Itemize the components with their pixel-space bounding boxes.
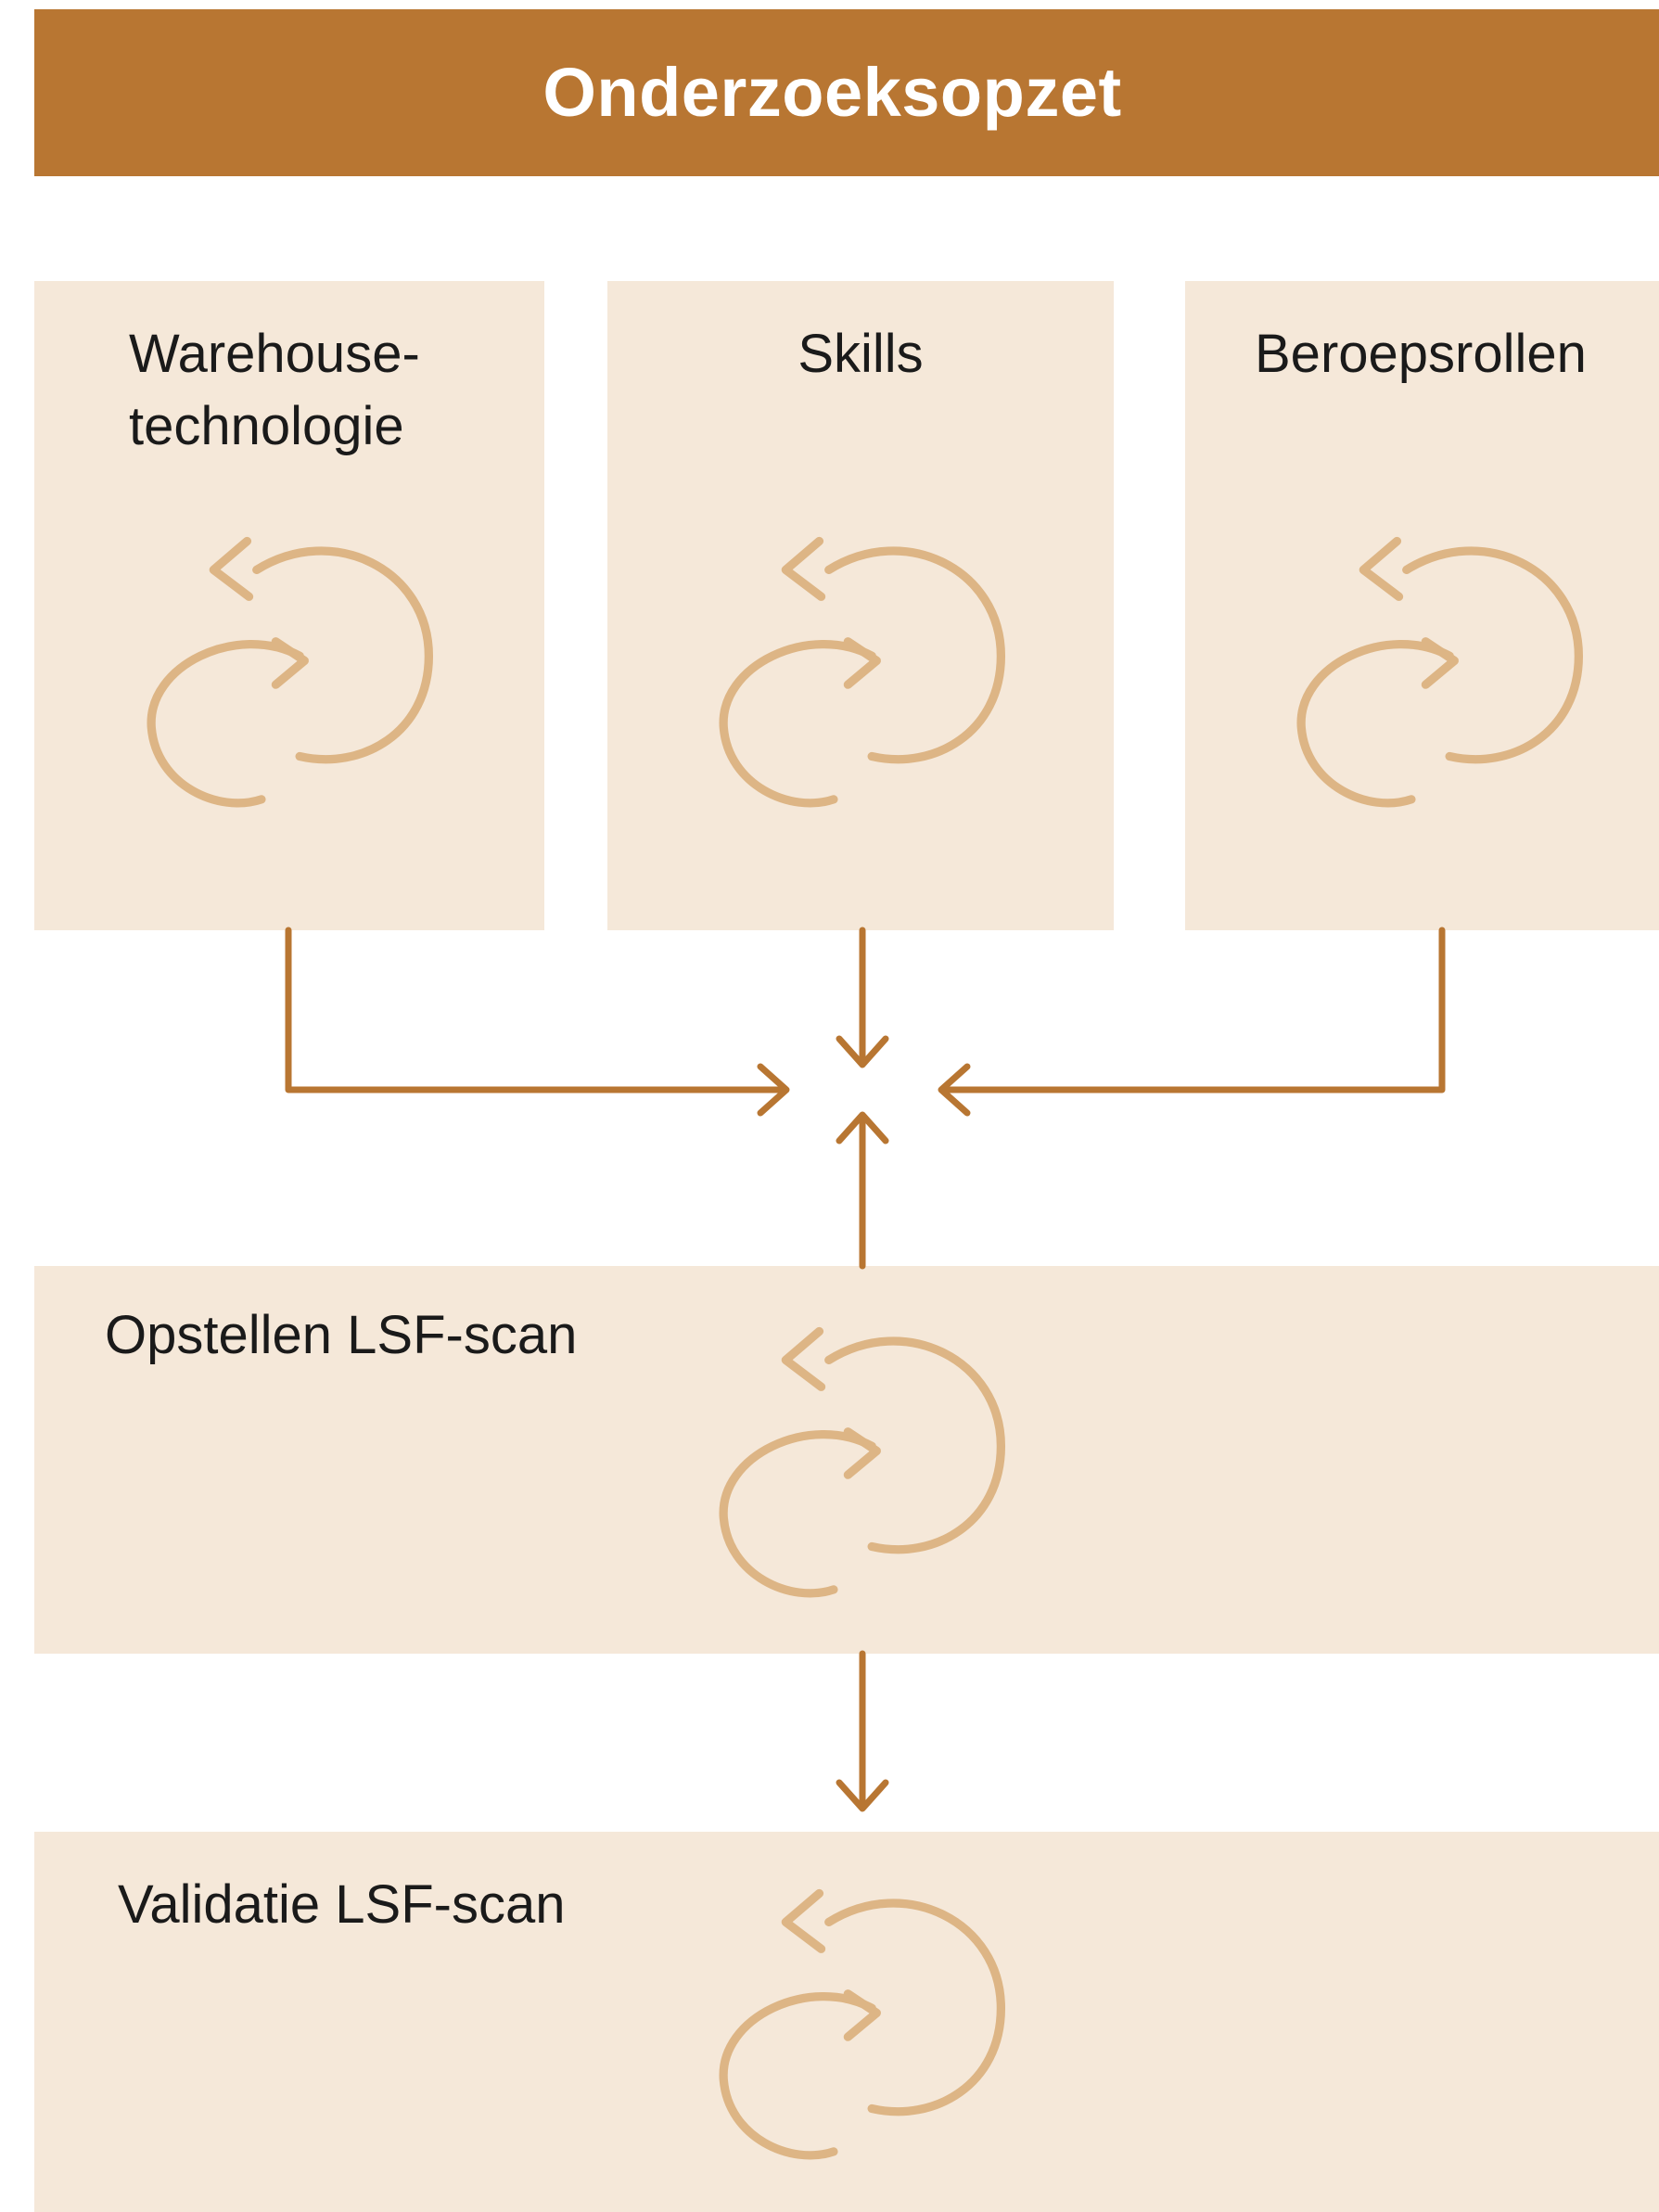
box-label-opstellen: Opstellen LSF-scan (105, 1305, 578, 1365)
cycle-arrows-icon (142, 531, 448, 828)
cycle-arrows-icon (714, 1884, 1020, 2180)
cycle-arrows-icon (1292, 531, 1598, 828)
cycle-arrows-icon (714, 1322, 1020, 1618)
box-skills: Skills (607, 281, 1114, 930)
arrowhead-warehouse (757, 1063, 790, 1117)
diagram-title: Onderzoeksopzet (542, 54, 1122, 131)
cycle-arrows-icon (714, 531, 1020, 828)
box-warehouse-technologie: Warehouse- technologie (34, 281, 544, 930)
box-label-warehouse: Warehouse- technologie (129, 318, 420, 463)
box-label-warehouse-line2: technologie (129, 396, 404, 456)
connector-roles (940, 927, 1446, 1093)
box-validatie-lsf-scan: Validatie LSF-scan (34, 1832, 1659, 2212)
connector-warehouse (285, 927, 787, 1093)
arrowhead-roles (938, 1063, 971, 1117)
arrowhead-validatie (836, 1779, 889, 1812)
box-beroepsrollen: Beroepsrollen (1185, 281, 1659, 930)
arrowhead-skills (836, 1035, 889, 1068)
box-label-warehouse-line1: Warehouse- (129, 324, 420, 384)
diagram-header: Onderzoeksopzet (34, 9, 1659, 176)
box-opstellen-lsf-scan: Opstellen LSF-scan (34, 1266, 1659, 1654)
arrowhead-opstellen-up (836, 1111, 889, 1144)
box-label-beroepsrollen: Beroepsrollen (1255, 324, 1587, 384)
box-label-validatie: Validatie LSF-scan (118, 1874, 566, 1935)
box-label-skills: Skills (798, 324, 924, 384)
